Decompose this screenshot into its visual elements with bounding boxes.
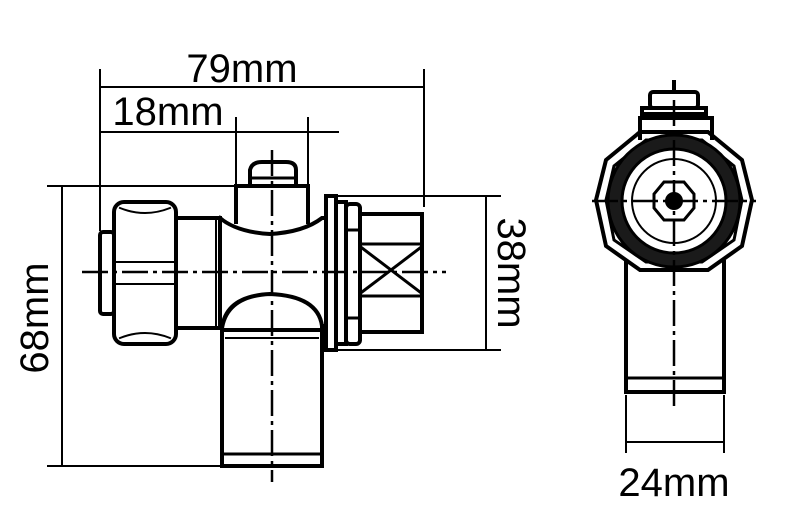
dimension-overall-length: 79mm [99,47,425,231]
right-hex-nut [324,194,424,352]
nut-height-label: 38mm [489,217,533,328]
dimension-overall-height: 68mm [13,185,251,467]
overall-length-label: 79mm [186,47,297,91]
end-view: 24mm [592,80,756,505]
dimension-outlet-width: 24mm [618,395,730,505]
dimension-inlet-offset: 18mm [99,90,339,185]
valve-body [174,184,328,330]
outlet-width-label: 24mm [618,461,729,505]
inlet-offset-label: 18mm [112,90,223,134]
side-view: 79mm 18mm 38mm 68mm [13,47,533,482]
dimension-nut-height: 38mm [335,195,533,351]
side-view-centerlines [82,150,446,482]
overall-height-label: 68mm [13,262,57,373]
end-view-cap [638,80,714,140]
spindle-cap [248,160,298,188]
end-view-centerlines [592,100,756,410]
